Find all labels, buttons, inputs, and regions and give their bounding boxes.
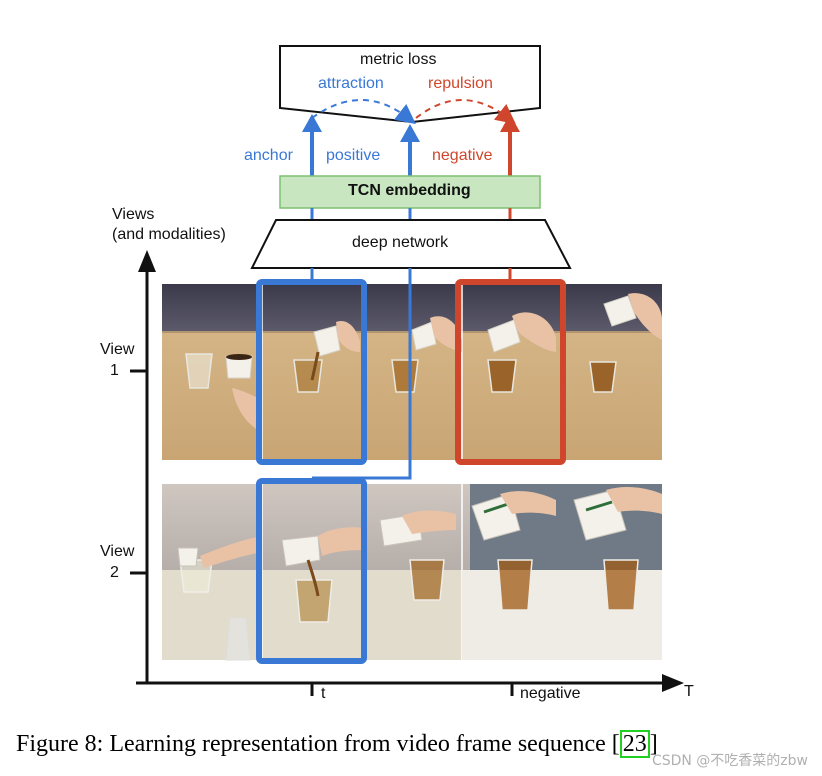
view1-number: 1 [110, 362, 119, 379]
attraction-label: attraction [318, 75, 384, 92]
views-axis-label-line2: (and modalities) [112, 226, 226, 243]
watermark: CSDN @不吃香菜的zbw [651, 753, 808, 769]
figure-caption: Figure 8: Learning representation from v… [16, 730, 658, 758]
time-axis-arrow [662, 674, 684, 692]
time-T-label: T [684, 683, 694, 700]
view1-label: View [100, 341, 135, 358]
positive-arrow-head [400, 124, 420, 142]
negative-label-top: negative [432, 147, 493, 164]
view2-number: 2 [110, 564, 119, 581]
time-negative-label: negative [520, 685, 581, 702]
caption-text: Figure 8: Learning representation from v… [16, 731, 620, 757]
time-t-label: t [321, 685, 326, 702]
negative-frame-highlight [455, 279, 566, 465]
attraction-arc [311, 99, 416, 125]
repulsion-label: repulsion [428, 75, 493, 92]
tcn-embedding-label: TCN embedding [348, 182, 471, 199]
negative-arrow-head [500, 114, 520, 132]
anchor-frame-highlight [256, 279, 367, 465]
citation-link[interactable]: 23 [619, 730, 650, 758]
positive-frame-highlight [256, 478, 367, 664]
anchor-label: anchor [244, 147, 293, 164]
view2-label: View [100, 543, 135, 560]
positive-label: positive [326, 147, 381, 164]
deep-network-label: deep network [352, 234, 449, 251]
caption-suffix: ] [649, 731, 658, 757]
metric-loss-label: metric loss [360, 51, 437, 68]
views-axis-arrow [138, 250, 156, 272]
anchor-arrow-head [302, 114, 322, 132]
views-axis-label-line1: Views [112, 206, 155, 223]
deep-network-box [250, 219, 572, 269]
view1-frames [162, 284, 662, 460]
positive-path [312, 284, 412, 480]
repulsion-arc [415, 99, 516, 125]
view2-frames [162, 484, 662, 661]
